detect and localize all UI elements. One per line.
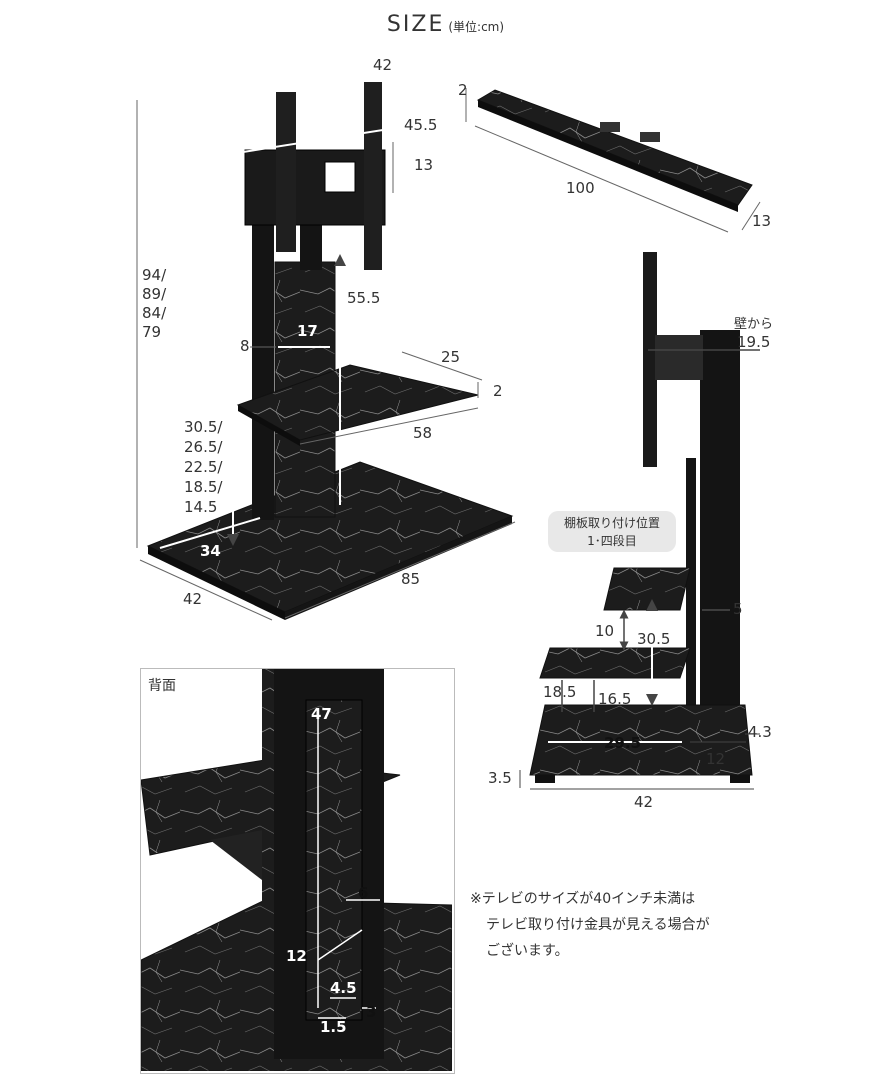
dim-base-depth: 42	[183, 590, 202, 608]
dim-bracket-width: 42	[373, 56, 392, 74]
front-view: 42 45.5 13 94/89/84/79 55.5 17 8 25 2 58…	[136, 56, 516, 621]
side-foot-1	[535, 775, 555, 783]
badge-line2: 1･四段目	[587, 534, 637, 548]
front-base-edge	[148, 546, 285, 620]
dim-slot-height: 12	[286, 947, 307, 965]
dim-base-depth-inner: 34	[200, 542, 221, 560]
dim-pole-width: 8	[240, 337, 250, 355]
dim-base-total: 42	[634, 793, 653, 811]
dim-shelf-thickness: 2	[493, 382, 503, 400]
soundbar-shelf: 2 100 13	[458, 81, 771, 233]
note-line2: テレビ取り付け金具が見える場合が	[486, 917, 710, 933]
dim-soundbar-length: 100	[566, 179, 595, 197]
soundbar-edge	[478, 100, 738, 212]
dim-foot-height: 3.5	[488, 769, 512, 787]
side-base	[529, 704, 753, 776]
soundbar-clip-2	[640, 132, 660, 142]
dim-base-offset: 4.3	[748, 723, 772, 741]
side-pole	[700, 330, 740, 740]
tv-size-note: ※テレビのサイズが40インチ未満は テレビ取り付け金具が見える場合が ございます…	[470, 886, 710, 964]
side-tv	[643, 252, 657, 467]
dim-slot-width: 6	[358, 884, 368, 902]
side-shelf-upper	[603, 567, 691, 611]
dim-hole: 4.5	[330, 979, 357, 997]
front-shelf-edge	[238, 405, 300, 446]
side-shelf-lower	[539, 647, 691, 679]
back-channel	[305, 699, 363, 1021]
title-unit: (単位:cm)	[448, 20, 505, 34]
dim-shelf-heights: 30.5/26.5/22.5/18.5/14.5	[184, 418, 223, 516]
dim-bracket-height: 13	[414, 156, 433, 174]
dim-pole-depth: 12	[706, 750, 725, 768]
dim-edge2: 3	[366, 1003, 376, 1021]
dim-lower-left: 18.5	[543, 683, 576, 701]
dim-opening-height: 47	[311, 705, 332, 723]
front-bracket	[244, 149, 386, 226]
dim-base-inner: 29.5	[604, 734, 641, 752]
back-view-frame	[140, 668, 455, 1074]
dim-shelf-width: 58	[413, 424, 432, 442]
note-line1: ※テレビのサイズが40インチ未満は	[470, 891, 696, 907]
front-bracket-arm-left	[276, 92, 296, 252]
dim-soundbar-depth: 13	[752, 212, 771, 230]
dim-pole-to-bracket: 55.5	[347, 289, 380, 307]
dim-base-width: 85	[401, 570, 420, 588]
side-bracket	[655, 335, 703, 380]
title-main: SIZE	[386, 12, 445, 37]
soundbar-top	[476, 89, 753, 206]
dim-panel-width: 17	[297, 322, 318, 340]
dim-wall-distance: 19.5	[737, 333, 770, 351]
dim-shelf-gap-large: 30.5	[637, 630, 670, 648]
front-bracket-window	[324, 161, 356, 193]
dim-height-options: 94/89/84/79	[142, 266, 167, 341]
dim-bracket-span: 45.5	[404, 116, 437, 134]
dim-shelf-gap-small: 10	[595, 622, 614, 640]
dim-edge: 1.5	[320, 1018, 347, 1036]
dim-soundbar-thickness: 2	[458, 81, 468, 99]
back-view: 47 6 12 4.5 1.5 3	[141, 669, 452, 1071]
shelf-position-badge: 棚板取り付け位置 1･四段目	[548, 511, 676, 552]
badge-line1: 棚板取り付け位置	[563, 516, 660, 530]
soundbar-clip-1	[600, 122, 620, 132]
back-pole-side	[262, 669, 274, 1071]
side-view: 壁から 19.5 5 10 30.5 18.5 16.5 29.5 4.3 12…	[488, 252, 773, 811]
front-bracket-arm-right	[364, 82, 382, 270]
side-foot-2	[730, 775, 750, 783]
back-view-label: 背面	[148, 678, 176, 694]
size-title: SIZE(単位:cm)	[0, 12, 891, 37]
dim-lower-mid: 16.5	[598, 690, 631, 708]
dim-pole-gap: 5	[733, 600, 743, 618]
side-rear-post	[686, 458, 696, 738]
back-bracket-arm	[210, 830, 262, 880]
note-line3: ございます。	[486, 943, 569, 959]
side-wall-label: 壁から	[734, 317, 773, 332]
dim-shelf-depth: 25	[441, 348, 460, 366]
